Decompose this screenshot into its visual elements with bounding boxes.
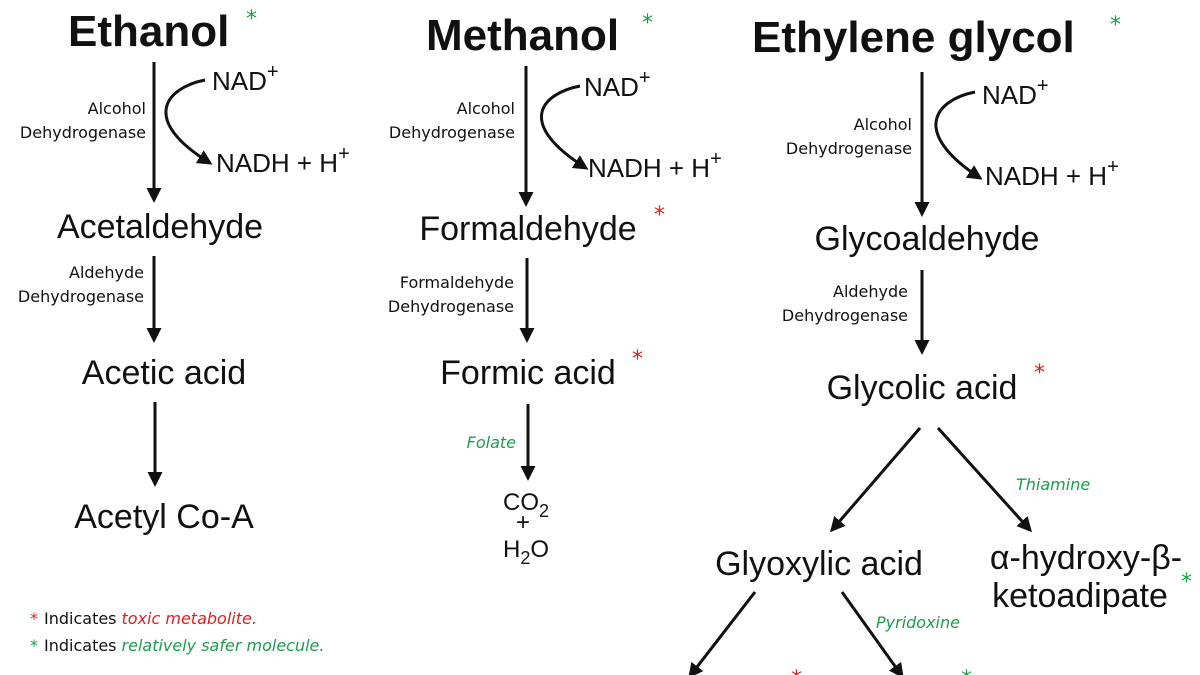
co2-label: CO2 bbox=[503, 489, 549, 521]
methanol-enzyme-2-line-1: Formaldehyde bbox=[400, 273, 514, 292]
ethylene-glycol-nad-curve-arrow bbox=[934, 90, 983, 180]
acetaldehyde-label: Acetaldehyde bbox=[57, 208, 263, 246]
ethylene-glycol-title: Ethylene glycol bbox=[752, 13, 1075, 62]
acetic-acid-label: Acetic acid bbox=[82, 354, 246, 392]
glyoxylic-arrow-right bbox=[840, 591, 904, 675]
ethanol-column: Ethanol * NAD+ NADH + H+ Alcohol Dehydro… bbox=[18, 7, 350, 536]
formic-acid-toxic-marker: * bbox=[632, 347, 643, 372]
formic-acid-label: Formic acid bbox=[440, 354, 616, 392]
glycolic-acid-toxic-marker: * bbox=[1034, 361, 1045, 386]
ethanol-enzyme-1-line-1: Alcohol bbox=[88, 99, 146, 118]
ethanol-enzyme-2-line-2: Dehydrogenase bbox=[18, 287, 144, 306]
ethylene-glycol-nad-label: NAD+ bbox=[982, 75, 1049, 110]
methanol-nad-label: NAD+ bbox=[584, 67, 651, 102]
ethylene-glycol-column: Ethylene glycol * NAD+ NADH + H+ Alcohol… bbox=[688, 13, 1192, 675]
methanol-title: Methanol bbox=[426, 11, 619, 60]
ethanol-enzyme-2-line-1: Aldehyde bbox=[69, 263, 144, 282]
ethylene-glycol-nadh-label: NADH + H+ bbox=[985, 156, 1119, 191]
h2o-label: H2O bbox=[503, 536, 549, 568]
formaldehyde-toxic-marker: * bbox=[654, 203, 665, 228]
methanol-enzyme-1-line-1: Alcohol bbox=[457, 99, 515, 118]
acetyl-coa-label: Acetyl Co-A bbox=[74, 498, 254, 536]
pyridoxine-label: Pyridoxine bbox=[876, 613, 960, 632]
glyoxylic-acid-label: Glyoxylic acid bbox=[715, 545, 923, 583]
ethanol-safe-marker: * bbox=[246, 7, 257, 32]
methanol-nadh-label: NADH + H+ bbox=[588, 148, 722, 183]
ethylene-glycol-safe-marker: * bbox=[1110, 13, 1121, 38]
offscreen-safe-marker: * bbox=[961, 667, 972, 675]
methanol-enzyme-2-line-2: Dehydrogenase bbox=[388, 297, 514, 316]
ketoadipate-label-line-1: α-hydroxy-β- bbox=[990, 539, 1182, 577]
ethylene-glycol-enzyme-2-line-2: Dehydrogenase bbox=[782, 306, 908, 325]
thiamine-label: Thiamine bbox=[1016, 475, 1090, 494]
ethylene-glycol-enzyme-1-line-2: Dehydrogenase bbox=[786, 139, 912, 158]
ketoadipate-label-line-2: ketoadipate bbox=[992, 577, 1168, 615]
ethanol-nadh-label: NADH + H+ bbox=[216, 143, 350, 178]
methanol-nad-curve-arrow bbox=[539, 84, 589, 170]
offscreen-toxic-marker: * bbox=[791, 667, 802, 675]
glycolic-acid-label: Glycolic acid bbox=[827, 369, 1018, 407]
folate-label: Folate bbox=[467, 433, 517, 452]
methanol-enzyme-1-line-2: Dehydrogenase bbox=[389, 123, 515, 142]
ethylene-glycol-arrow-to-glyoxylic bbox=[830, 427, 922, 533]
ethanol-nad-label: NAD+ bbox=[212, 61, 279, 96]
glycoaldehyde-label: Glycoaldehyde bbox=[815, 220, 1040, 258]
ethylene-glycol-arrow-to-ketoadipate bbox=[936, 426, 1033, 533]
plus-sign: + bbox=[516, 509, 530, 536]
ethanol-enzyme-1-line-2: Dehydrogenase bbox=[20, 123, 146, 142]
methanol-safe-marker: * bbox=[642, 11, 653, 36]
ethylene-glycol-enzyme-1-line-1: Alcohol bbox=[854, 115, 912, 134]
formaldehyde-label: Formaldehyde bbox=[419, 210, 636, 248]
ethanol-title: Ethanol bbox=[68, 7, 229, 56]
glyoxylic-arrow-left bbox=[688, 591, 757, 675]
ethanol-nad-curve-arrow bbox=[164, 78, 213, 165]
methanol-column: Methanol * NAD+ NADH + H+ Alcohol Dehydr… bbox=[388, 11, 722, 568]
ethylene-glycol-enzyme-2-line-1: Aldehyde bbox=[833, 282, 908, 301]
ketoadipate-safe-marker: * bbox=[1181, 570, 1192, 595]
